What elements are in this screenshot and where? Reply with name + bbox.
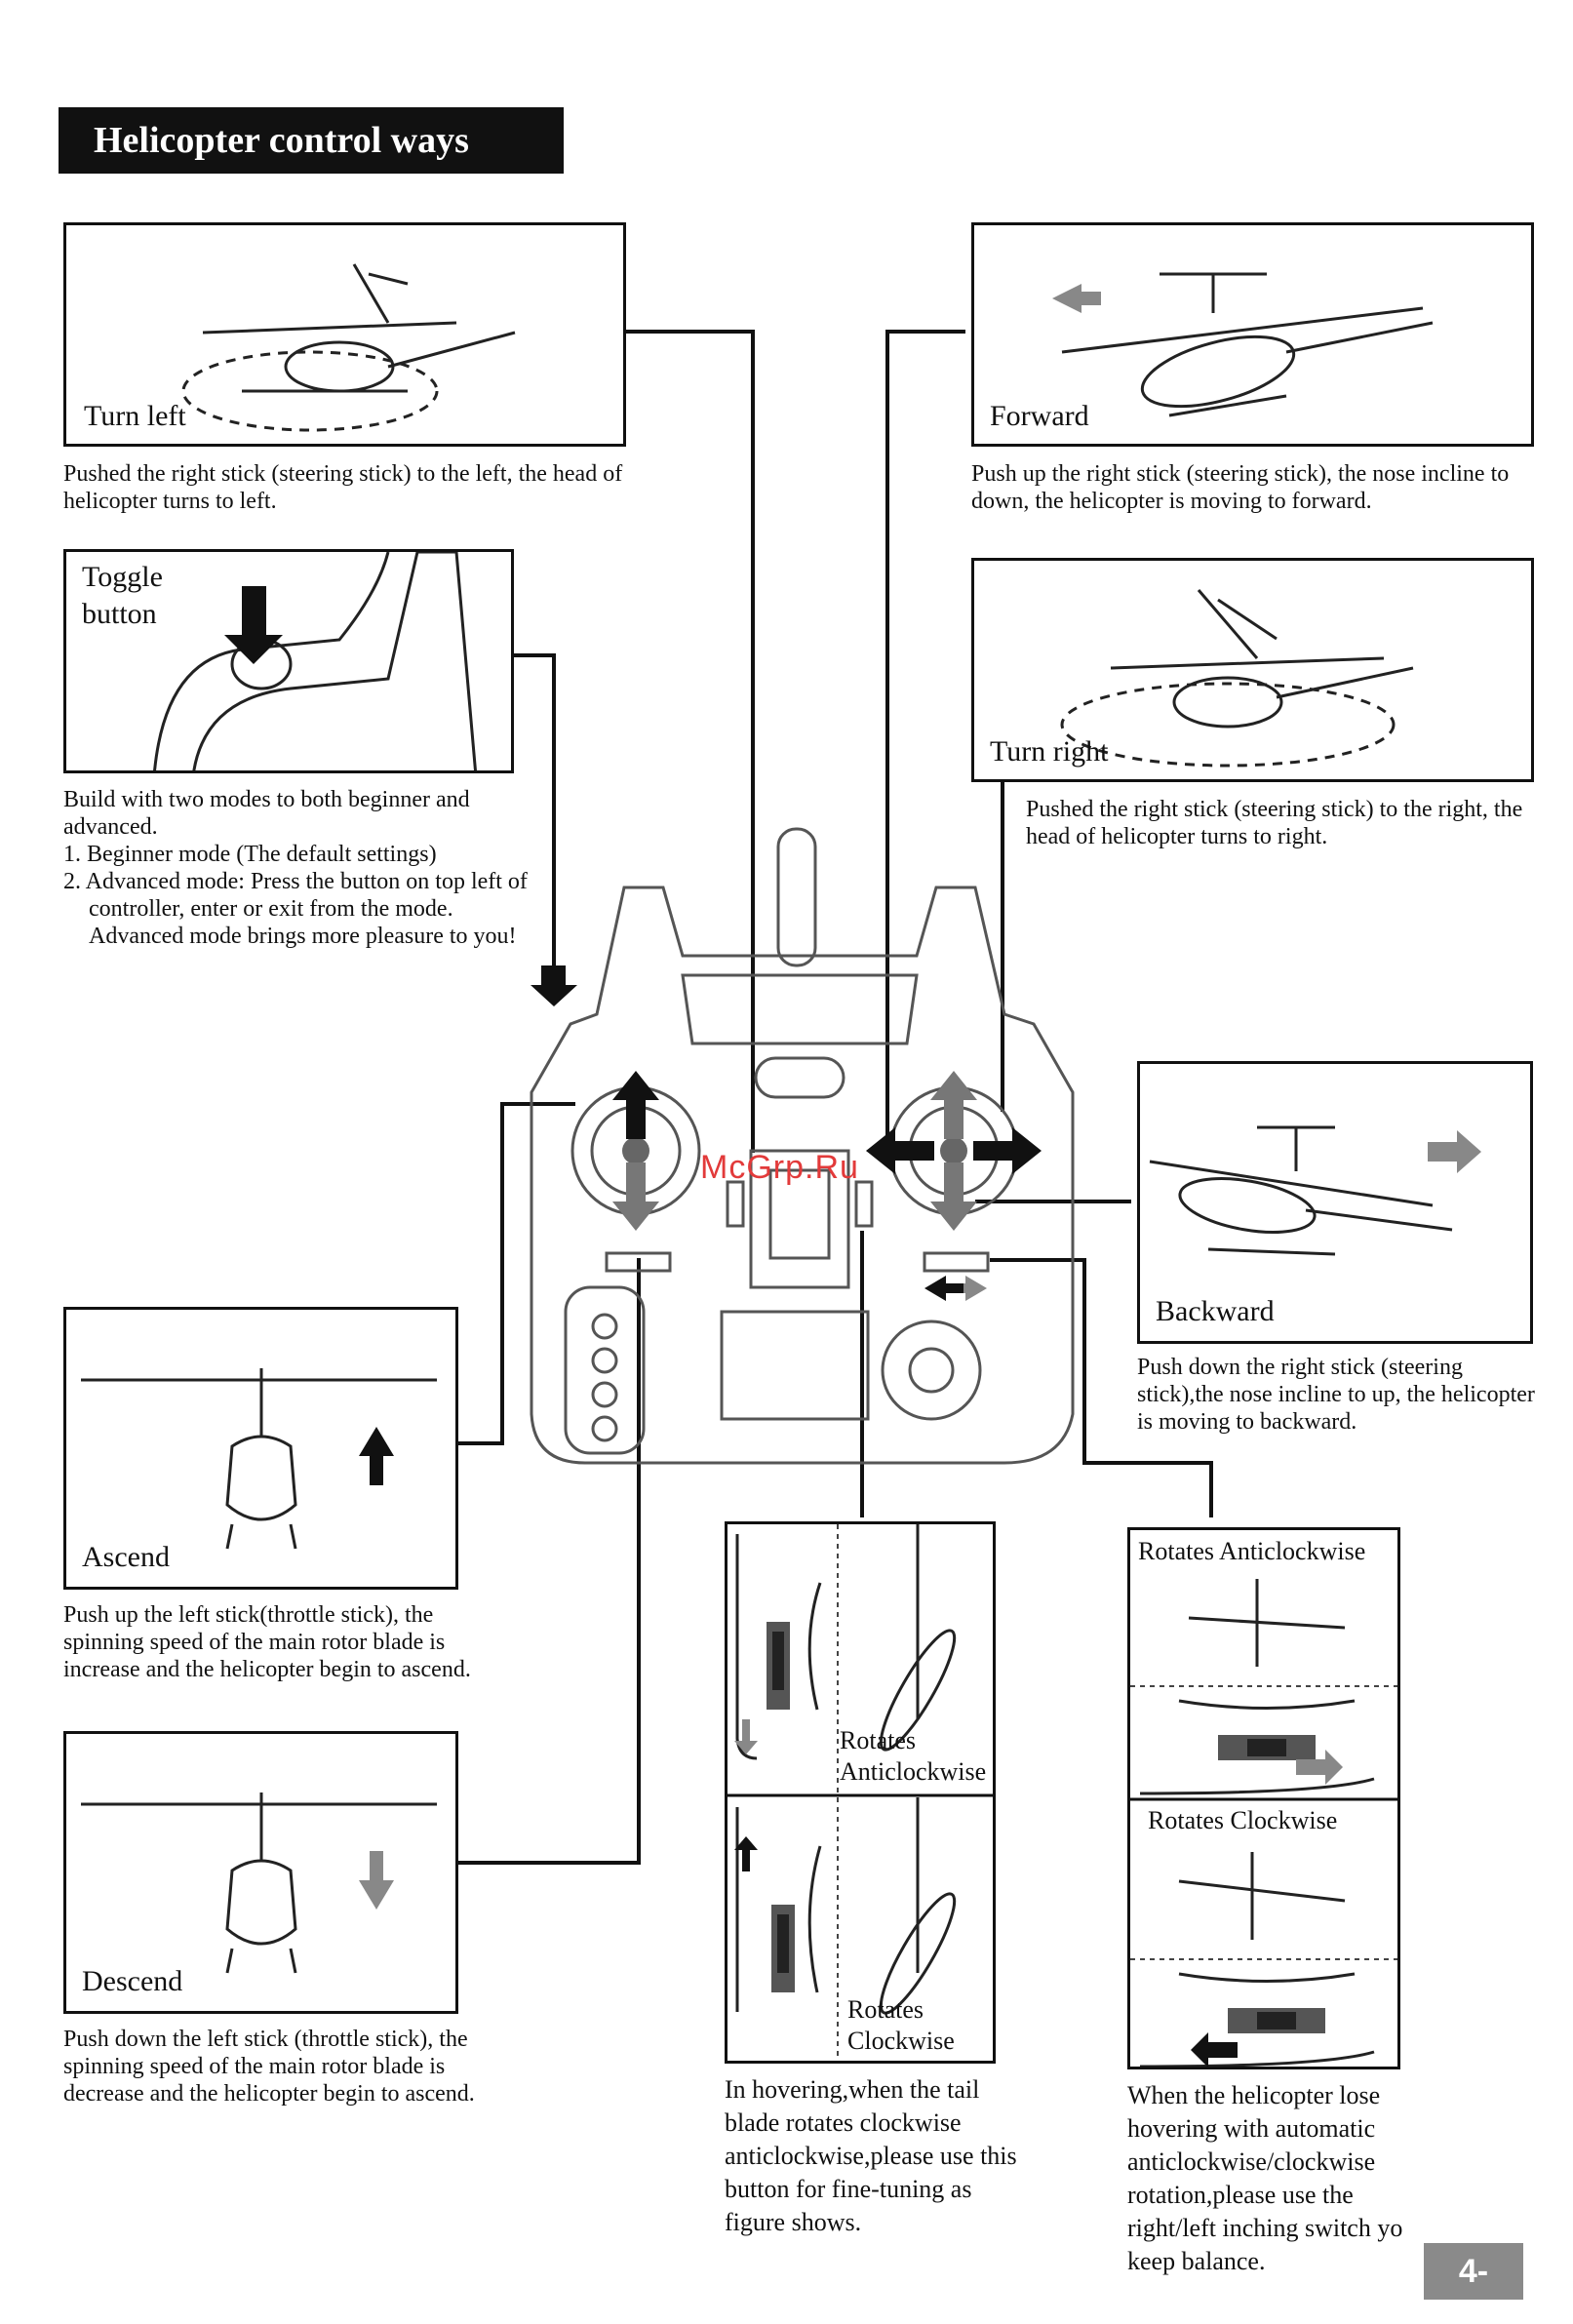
- backward-helicopter-illustration: [1149, 1125, 1481, 1256]
- toggle-desc-item2: 2. Advanced mode: Press the button on to…: [63, 869, 528, 949]
- tail-trim-description: In hovering,when the tail blade rotates …: [725, 2075, 1017, 2236]
- page-number: 4-: [1424, 2243, 1523, 2300]
- backward-label: Backward: [1156, 1295, 1275, 1327]
- rotates-anticlockwise-label-1: Rotates: [840, 1726, 916, 1754]
- rotates-clockwise-heading: Rotates Clockwise: [1148, 1806, 1338, 1834]
- toggle-button-label-line1: Toggle: [82, 561, 163, 593]
- page-title: Helicopter control ways: [59, 107, 564, 174]
- descend-description: Push down the left stick (throttle stick…: [63, 2027, 475, 2107]
- rotation-trim-illustration: [1130, 1579, 1397, 2067]
- toggle-button-panel: Toggle button: [63, 549, 514, 773]
- descend-panel: Descend: [63, 1731, 458, 2014]
- turn-right-helicopter-illustration: [1060, 589, 1414, 768]
- ascend-description: Push up the left stick(throttle stick), …: [63, 1602, 471, 1682]
- toggle-button-description: Build with two modes to both beginner an…: [63, 786, 531, 950]
- ascend-panel: Ascend: [63, 1307, 458, 1590]
- tail-trim-illustration: [728, 1524, 993, 2061]
- turn-left-label: Turn left: [84, 400, 186, 432]
- backward-description: Push down the right stick (steering stic…: [1137, 1355, 1535, 1435]
- turn-right-panel: Turn right: [971, 558, 1534, 782]
- rotation-trim-panel: Rotates Anticlockwise Rotates Clockwise: [1127, 1527, 1400, 2069]
- rotates-anticlockwise-heading: Rotates Anticlockwise: [1138, 1537, 1366, 1565]
- turn-left-helicopter-illustration: [181, 263, 516, 432]
- rotates-clockwise-label-2: Clockwise: [847, 2027, 955, 2055]
- tail-trim-panel: Rotates Anticlockwise Rotates Clockwise: [725, 1521, 996, 2064]
- descend-label: Descend: [82, 1965, 183, 1997]
- ascend-label: Ascend: [82, 1541, 170, 1573]
- toggle-button-label-line2: button: [82, 598, 157, 630]
- forward-description: Push up the right stick (steering stick)…: [971, 461, 1510, 514]
- rotates-clockwise-label-1: Rotates: [847, 1995, 924, 2024]
- turn-left-panel: Turn left: [63, 222, 626, 447]
- backward-panel: Backward: [1137, 1061, 1533, 1344]
- toggle-desc-item1: 1. Beginner mode (The default settings): [63, 842, 437, 867]
- rotation-trim-description: When the helicopter lose hovering with a…: [1127, 2081, 1403, 2275]
- forward-helicopter-illustration: [1052, 272, 1434, 417]
- toggle-button-illustration: [153, 552, 477, 770]
- turn-right-description: Pushed the right stick (steering stick) …: [1026, 797, 1523, 849]
- rotates-anticlockwise-label-2: Anticlockwise: [840, 1757, 987, 1786]
- watermark: McGrp.Ru: [700, 1149, 859, 1186]
- toggle-desc-intro: Build with two modes to both beginner an…: [63, 787, 470, 840]
- forward-panel: Forward: [971, 222, 1534, 447]
- ascend-helicopter-illustration: [81, 1368, 437, 1550]
- descend-helicopter-illustration: [81, 1792, 437, 1974]
- turn-right-label: Turn right: [990, 735, 1109, 768]
- forward-label: Forward: [990, 400, 1089, 432]
- turn-left-description: Pushed the right stick (steering stick) …: [63, 461, 623, 514]
